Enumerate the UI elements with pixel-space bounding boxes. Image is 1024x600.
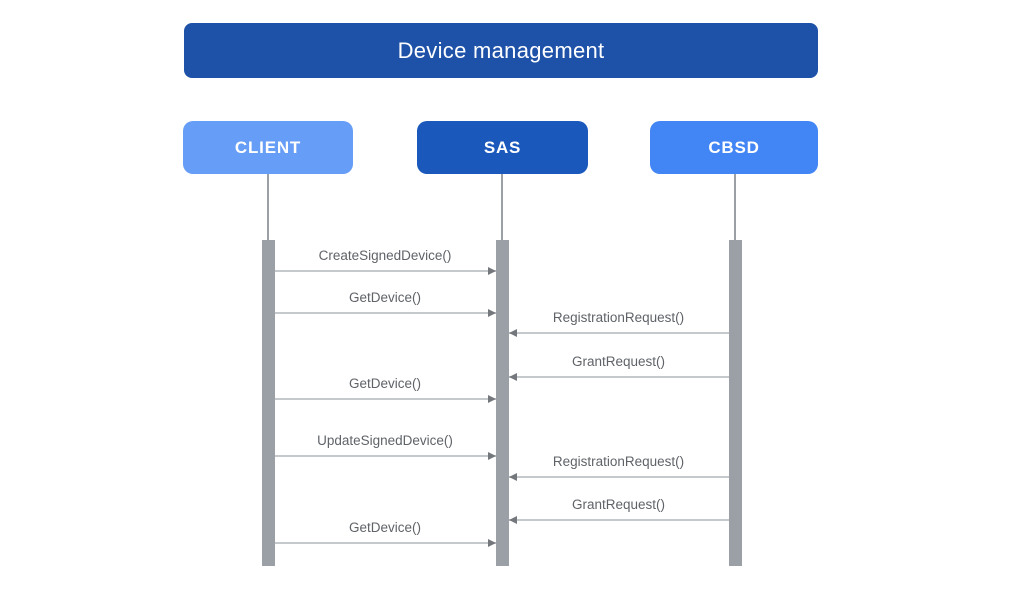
message-label: RegistrationRequest() bbox=[552, 454, 685, 469]
lifeline-sas bbox=[501, 174, 503, 240]
message-arrowhead-icon bbox=[508, 373, 517, 381]
message-arrow-line bbox=[508, 476, 729, 478]
actor-label: CLIENT bbox=[234, 137, 302, 157]
message-arrow-line bbox=[274, 398, 496, 400]
message-label: UpdateSignedDevice() bbox=[317, 433, 453, 448]
message-arrowhead-icon bbox=[487, 395, 496, 403]
actor-label: SAS bbox=[483, 137, 522, 157]
message-arrow-line bbox=[508, 376, 729, 378]
actor-label: CBSD bbox=[708, 137, 760, 157]
activation-bar-sas bbox=[495, 240, 509, 566]
activation-bar-client bbox=[261, 240, 275, 566]
message-arrowhead-icon bbox=[508, 473, 517, 481]
message-label: GetDevice() bbox=[348, 520, 421, 535]
activation-bar-cbsd bbox=[728, 240, 742, 566]
message-arrowhead-icon bbox=[487, 309, 496, 317]
lifeline-client bbox=[267, 174, 269, 240]
message-label: CreateSignedDevice() bbox=[318, 248, 452, 263]
actor-box-sas: SAS bbox=[417, 121, 588, 174]
diagram-title: Device management bbox=[184, 23, 818, 78]
message-arrow-line bbox=[274, 542, 496, 544]
message-arrowhead-icon bbox=[508, 329, 517, 337]
message-label: GetDevice() bbox=[348, 376, 421, 391]
message-arrowhead-icon bbox=[508, 516, 517, 524]
actor-box-cbsd: CBSD bbox=[650, 121, 818, 174]
message-arrowhead-icon bbox=[487, 267, 496, 275]
message-arrow-line bbox=[508, 519, 729, 521]
actor-box-client: CLIENT bbox=[183, 121, 353, 174]
message-label: RegistrationRequest() bbox=[552, 310, 685, 325]
message-arrow-line bbox=[508, 332, 729, 334]
message-arrowhead-icon bbox=[487, 452, 496, 460]
message-label: GetDevice() bbox=[348, 290, 421, 305]
message-label: GrantRequest() bbox=[571, 354, 666, 369]
message-arrow-line bbox=[274, 312, 496, 314]
lifeline-cbsd bbox=[734, 174, 736, 240]
message-label: GrantRequest() bbox=[571, 497, 666, 512]
message-arrow-line bbox=[274, 270, 496, 272]
message-arrowhead-icon bbox=[487, 539, 496, 547]
message-arrow-line bbox=[274, 455, 496, 457]
